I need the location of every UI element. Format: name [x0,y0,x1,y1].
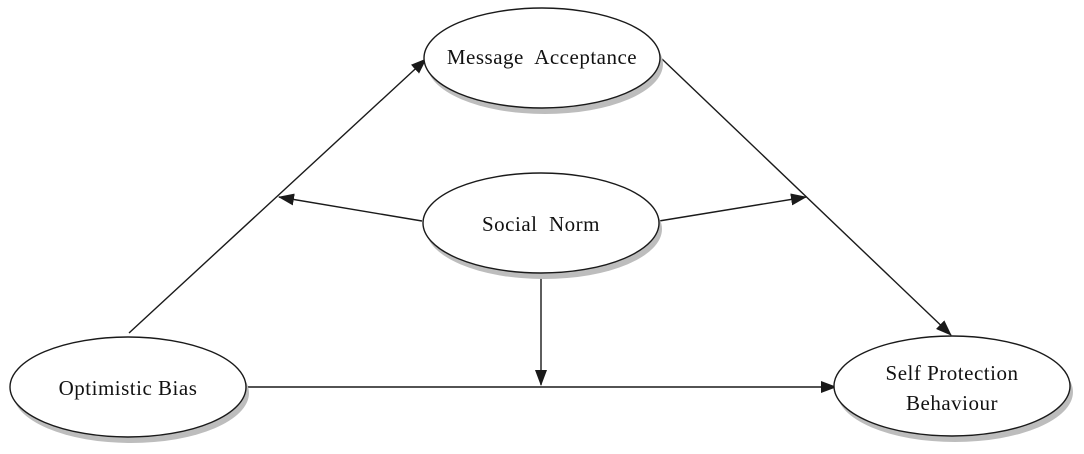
node-ellipse [422,172,660,274]
node-message-acceptance: Message Acceptance [423,7,663,114]
node-ellipse [423,7,661,109]
node-ellipse [9,336,247,438]
node-label-optimistic-bias: Optimistic Bias [59,376,198,400]
node-label-social-norm: Social Norm [482,212,600,236]
edge-social-norm-moderates-right-path [658,193,807,222]
node-ellipse [833,335,1071,437]
node-label-message-acceptance: Message Acceptance [447,45,637,69]
edge-message-acceptance-to-self-protection [661,58,952,336]
node-social-norm: Social Norm [422,172,662,279]
node-optimistic-bias: Optimistic Bias [9,336,249,443]
node-self-protection-behaviour: Self Protection Behaviour [833,335,1073,442]
edge-social-norm-moderates-left-path [278,193,423,222]
edge-optimistic-bias-to-message-acceptance [128,58,427,334]
node-label-self-protection-line1: Self Protection [886,361,1019,385]
node-label-self-protection-line2: Behaviour [906,391,998,415]
